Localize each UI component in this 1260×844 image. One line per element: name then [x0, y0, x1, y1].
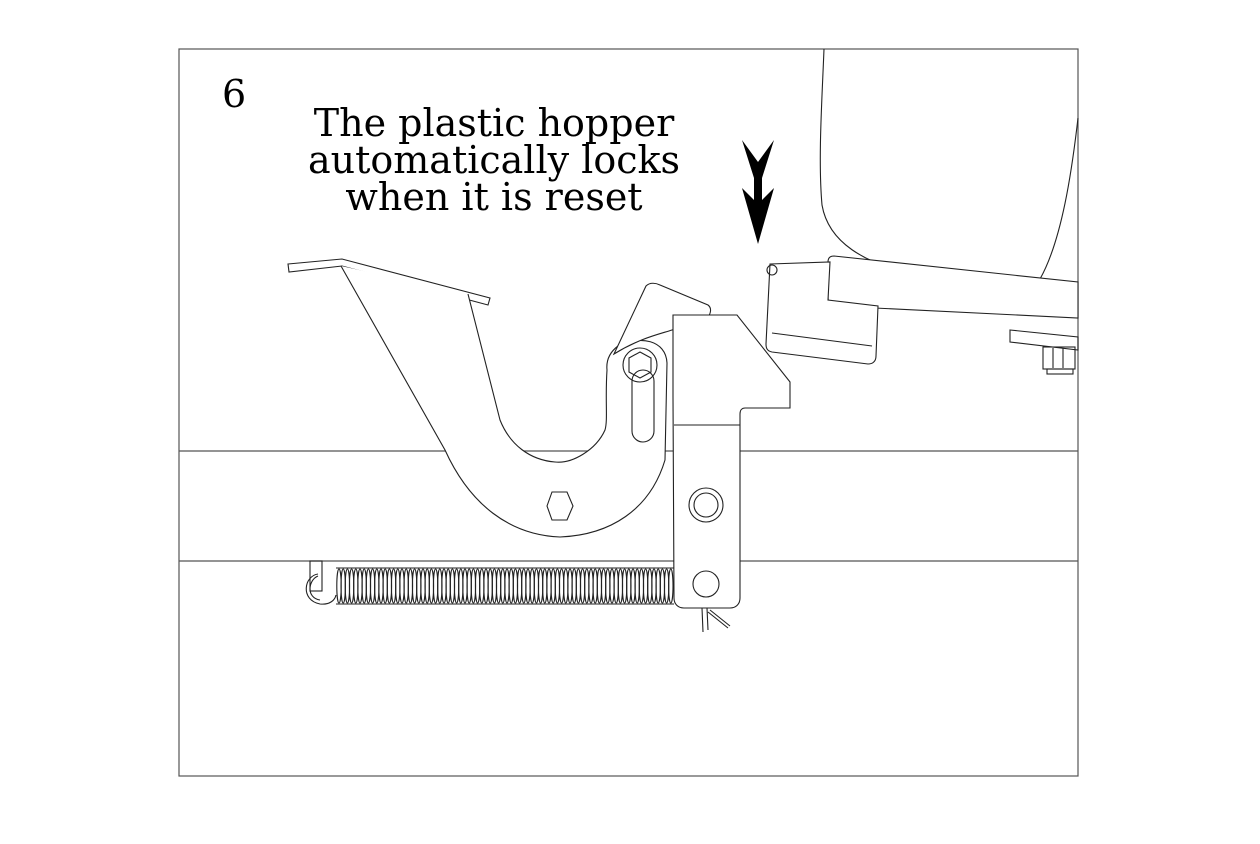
spring-anchor-hole [692, 570, 720, 598]
caption-line-2: automatically locks [308, 138, 680, 182]
step-number: 6 [222, 72, 246, 116]
tension-spring [305, 560, 674, 605]
foot-pedal [287, 258, 491, 306]
diagram-frame [178, 48, 1079, 777]
down-arrow-icon [742, 140, 774, 244]
hook-latch [340, 265, 712, 538]
caption-line-3: when it is reset [345, 175, 642, 219]
caption-line-1: The plastic hopper [314, 101, 675, 145]
caption: The plastic hopper automatically locks w… [308, 101, 680, 219]
spring-coil [668, 568, 674, 604]
hex-bolt [688, 487, 724, 523]
locking-plate [672, 314, 791, 633]
plastic-hopper [765, 48, 1079, 375]
hex-bolt [546, 491, 574, 521]
